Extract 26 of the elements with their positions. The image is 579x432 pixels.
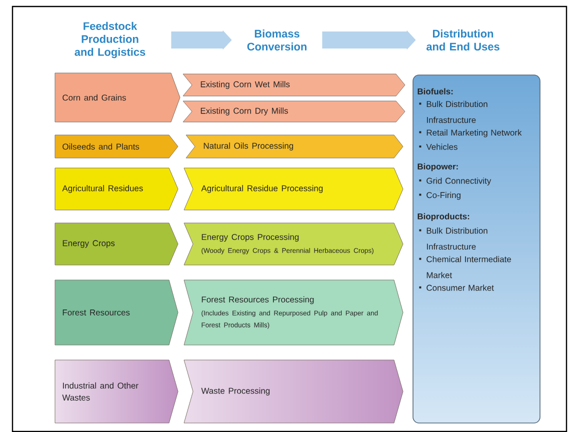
process-box: Agricultural Residue Processing — [184, 168, 404, 210]
feedstock-box: Energy Crops — [54, 222, 178, 266]
bullet-item: Co-Firing — [419, 192, 460, 200]
bullet-item: Bulk Distribution Infrastructure — [419, 227, 488, 250]
process-box: Waste Processing — [184, 360, 404, 424]
bullet-item: Retail Marketing Network — [419, 129, 522, 138]
feedstock-box: Industrial and Other Wastes — [54, 360, 178, 424]
process-box: Existing Corn Dry Mills — [182, 100, 406, 122]
bullet-item: Bulk Distribution Infrastructure — [419, 100, 488, 123]
feedstock-box: Forest Resources — [54, 280, 178, 346]
list-heading: Biopower: — [418, 163, 458, 172]
process-box: Natural Oils Processing — [186, 134, 404, 158]
feedstock-box: Agricultural Residues — [54, 168, 178, 210]
list-heading: Biofuels: — [418, 88, 453, 94]
column-heading: Feedstock Production and Logistics — [74, 22, 146, 58]
bullet-item: Grid Connectivity — [419, 178, 492, 186]
column-heading: Distribution and End Uses — [426, 30, 500, 50]
list-heading: Bioproducts: — [418, 213, 470, 222]
feedstock-box: Oilseeds and Plants — [54, 134, 178, 158]
feedstock-box: Corn and Grains — [54, 72, 180, 122]
process-box: Existing Corn Wet Mills — [182, 74, 406, 96]
bullet-item: Vehicles — [419, 144, 458, 150]
bullet-item: Consumer Market — [419, 284, 494, 291]
bullet-item: Chemical Intermediate Market — [419, 256, 511, 278]
end-uses-panel — [412, 74, 540, 424]
column-heading: Biomass Conversion — [247, 30, 306, 50]
